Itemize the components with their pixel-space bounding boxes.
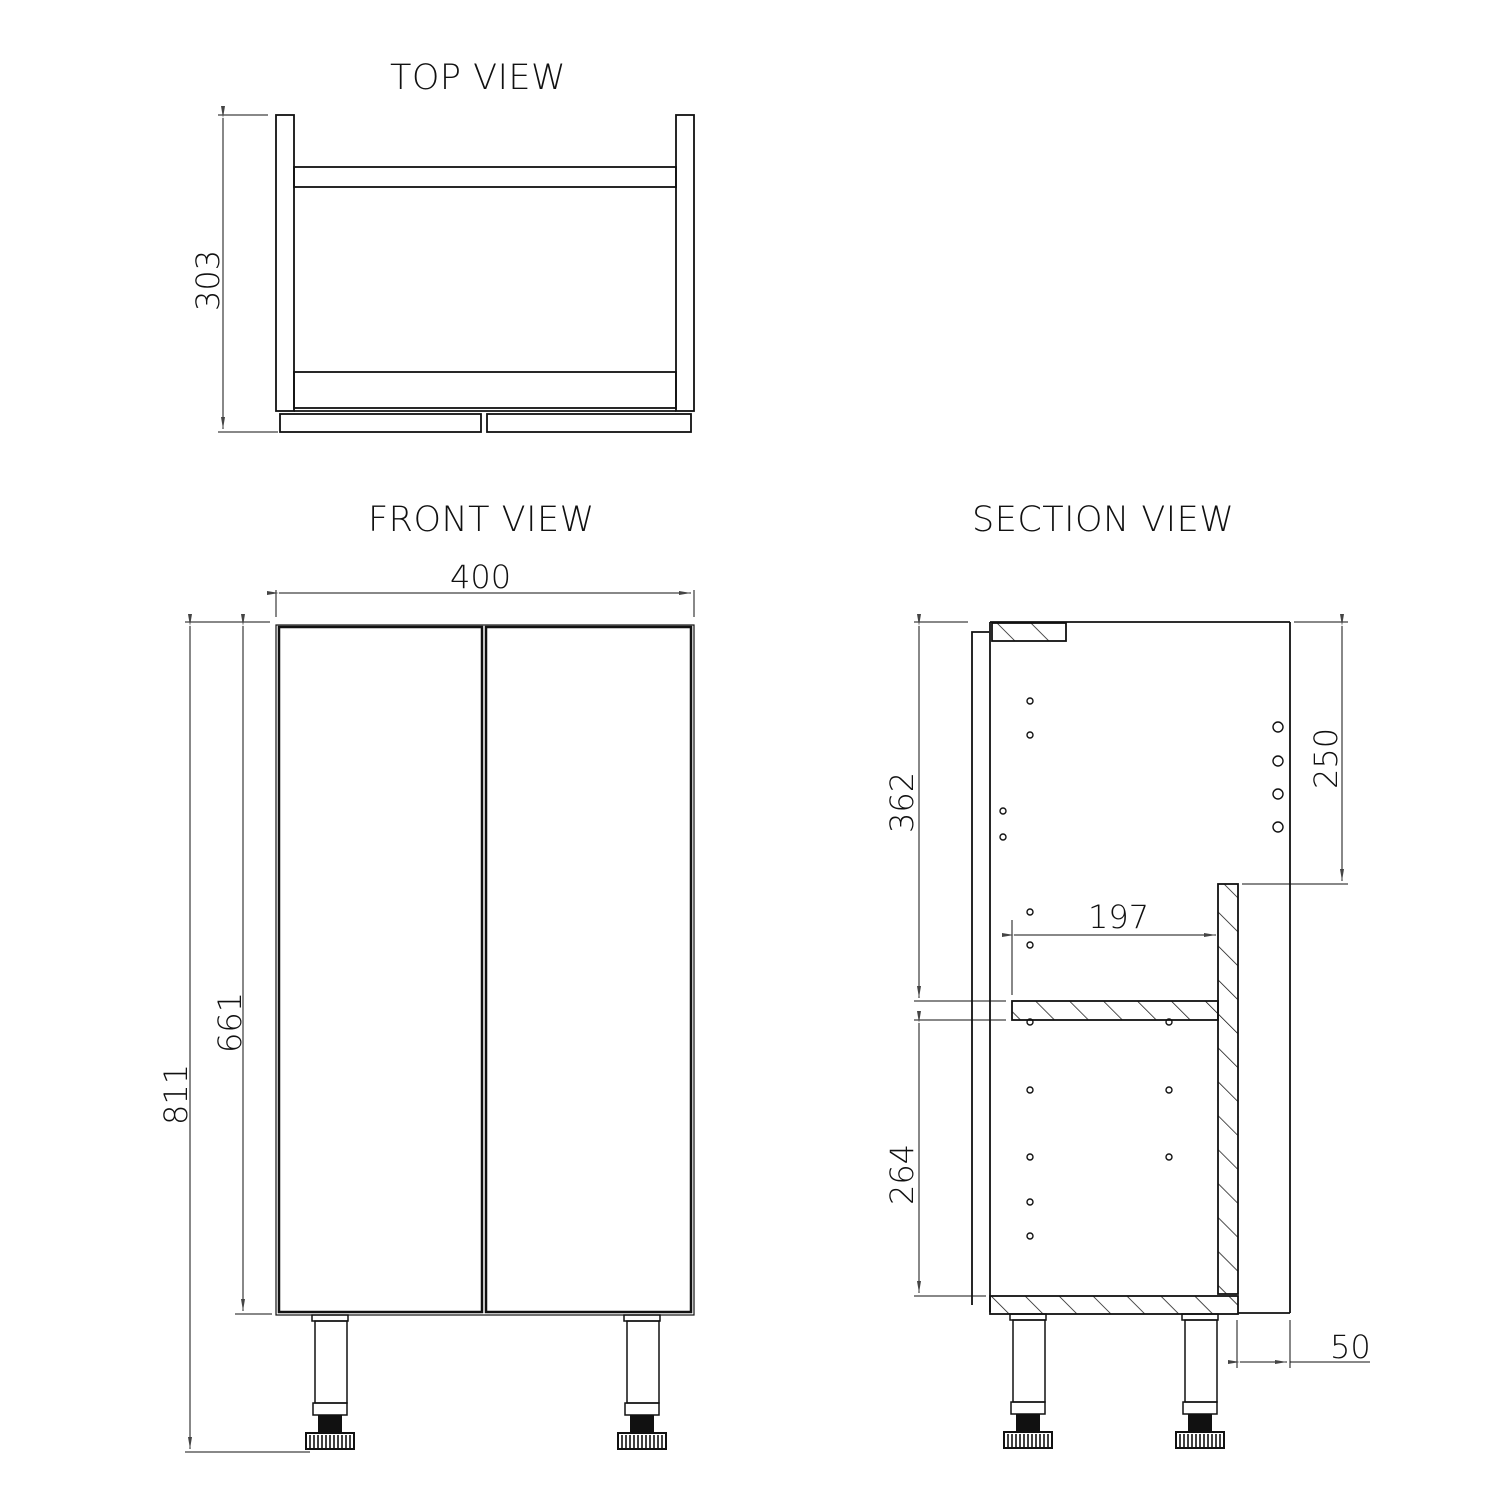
section-view-title: SECTION VIEW [972, 500, 1235, 540]
top-view-title: TOP VIEW [390, 58, 567, 98]
shelf-depth-dimension: 197 [1088, 898, 1150, 936]
depth-dimension: 303 [189, 249, 227, 311]
front-view-drawing [185, 590, 695, 1453]
lower-height-dimension: 264 [883, 1143, 921, 1205]
front-view-title: FRONT VIEW [368, 500, 595, 540]
adjustable-leg-section-back [1175, 1313, 1225, 1449]
total-height-dimension: 811 [157, 1063, 195, 1125]
upper-height-dimension: 362 [883, 771, 921, 833]
section-view-drawing [914, 614, 1370, 1368]
width-dimension: 400 [450, 558, 512, 596]
adjustable-leg-right [617, 1314, 667, 1450]
top-view-drawing [218, 106, 695, 433]
door-height-dimension: 661 [211, 991, 249, 1053]
back-height-dimension: 250 [1307, 727, 1345, 789]
adjustable-leg-section-front [1003, 1313, 1053, 1449]
kick-offset-dimension: 50 [1330, 1328, 1371, 1366]
adjustable-leg-left [305, 1314, 355, 1450]
